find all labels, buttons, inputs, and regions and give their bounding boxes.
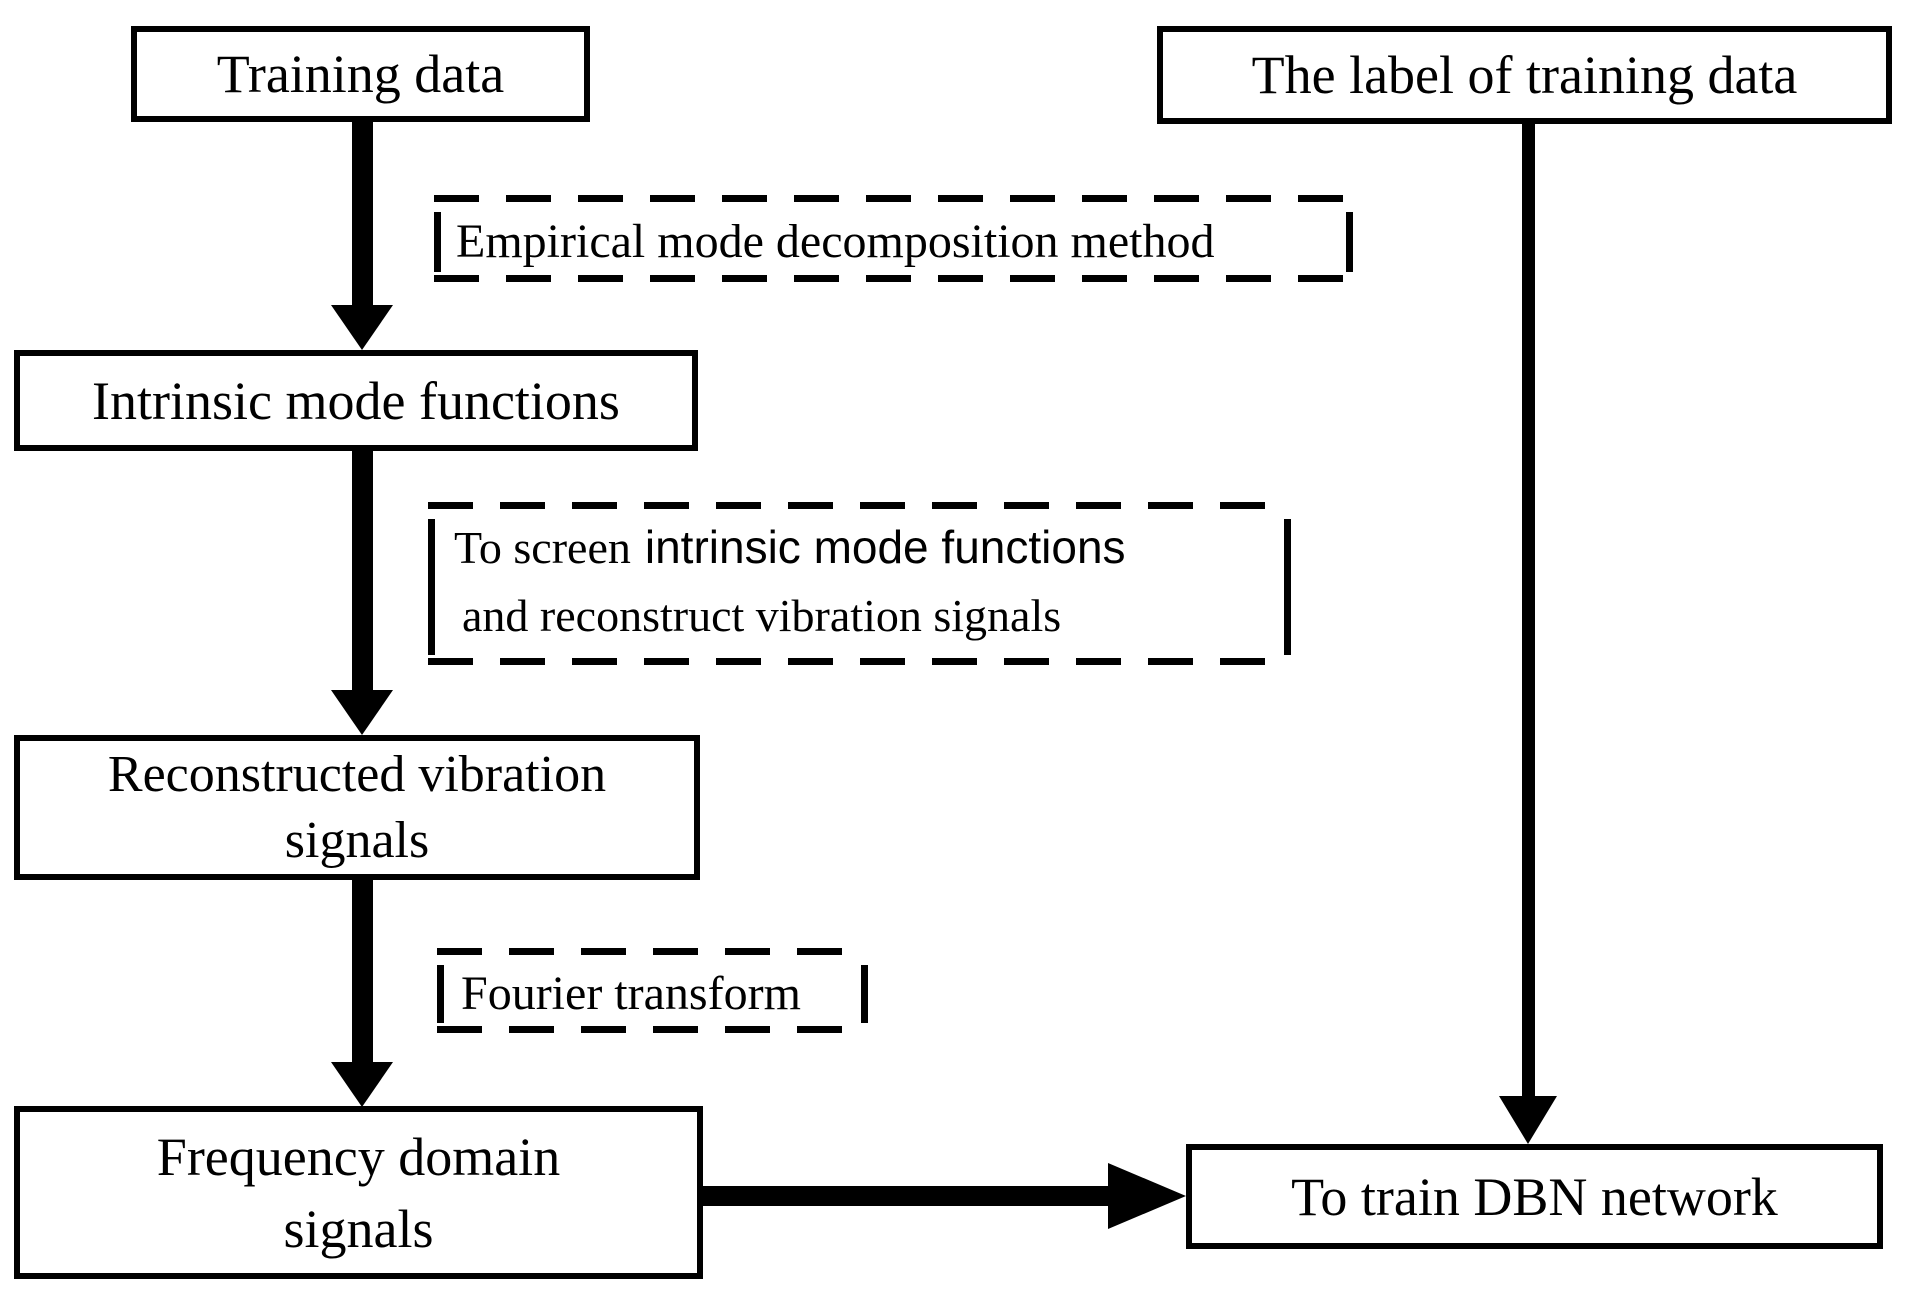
label-of-training-data-box: The label of training data — [1157, 26, 1892, 124]
fourier-transform-label: Fourier transform — [461, 967, 801, 1020]
dashed-border-bottom — [437, 1026, 868, 1033]
dashed-border-right — [861, 965, 868, 1023]
frequency-line2: signals — [283, 1198, 434, 1259]
intrinsic-mode-functions-label: Intrinsic mode functions — [92, 370, 620, 431]
arrow-training-to-imf-head — [331, 305, 393, 350]
label-of-training-data-label: The label of training data — [1251, 45, 1798, 105]
dashed-border-top — [434, 195, 1353, 202]
screen-imf-dashed-box: To screen intrinsic mode functions and re… — [428, 502, 1291, 665]
dashed-border-right — [1284, 519, 1291, 655]
training-data-label: Training data — [216, 44, 505, 104]
reconstructed-vibration-signals-box: Reconstructed vibration signals — [14, 735, 700, 880]
arrow-reconstructed-to-frequency-head — [331, 1062, 393, 1107]
dashed-border-bottom — [428, 658, 1291, 665]
dashed-border-top — [428, 502, 1291, 509]
screen-imf-line1: To screen intrinsic mode functions — [454, 521, 1126, 573]
frequency-line1: Frequency domain — [156, 1126, 561, 1187]
frequency-domain-signals-box: Frequency domain signals — [14, 1106, 703, 1279]
arrow-reconstructed-to-frequency-shaft — [352, 876, 373, 1064]
training-data-box: Training data — [131, 26, 590, 122]
screen-imf-line1-serif: To screen — [454, 522, 631, 573]
train-dbn-network-box: To train DBN network — [1186, 1144, 1883, 1249]
intrinsic-mode-functions-box: Intrinsic mode functions — [14, 350, 698, 451]
dashed-border-bottom — [434, 275, 1353, 282]
dashed-border-left — [437, 965, 444, 1023]
fourier-transform-dashed-box: Fourier transform — [437, 948, 868, 1033]
dashed-border-left — [434, 212, 441, 272]
reconstructed-line1: Reconstructed vibration — [107, 745, 607, 803]
screen-imf-line1-sans: intrinsic mode functions — [644, 521, 1126, 573]
arrow-imf-to-reconstructed-head — [331, 690, 393, 735]
emd-method-label: Empirical mode decomposition method — [456, 215, 1215, 268]
arrow-label-to-dbn-shaft — [1522, 122, 1535, 1098]
arrow-frequency-to-dbn-shaft — [703, 1186, 1110, 1206]
arrow-frequency-to-dbn-head — [1108, 1163, 1186, 1229]
dashed-border-left — [428, 519, 435, 655]
train-dbn-network-label: To train DBN network — [1291, 1166, 1778, 1227]
dashed-border-top — [437, 948, 868, 955]
screen-imf-label: To screen intrinsic mode functions and re… — [428, 502, 1291, 650]
arrow-imf-to-reconstructed-shaft — [352, 447, 373, 692]
screen-imf-line2: and reconstruct vibration signals — [462, 590, 1062, 641]
arrow-training-to-imf-shaft — [352, 118, 373, 307]
emd-method-dashed-box: Empirical mode decomposition method — [434, 195, 1353, 282]
arrow-label-to-dbn-head — [1499, 1096, 1557, 1144]
reconstructed-line2: signals — [284, 811, 430, 869]
dashed-border-right — [1346, 212, 1353, 272]
